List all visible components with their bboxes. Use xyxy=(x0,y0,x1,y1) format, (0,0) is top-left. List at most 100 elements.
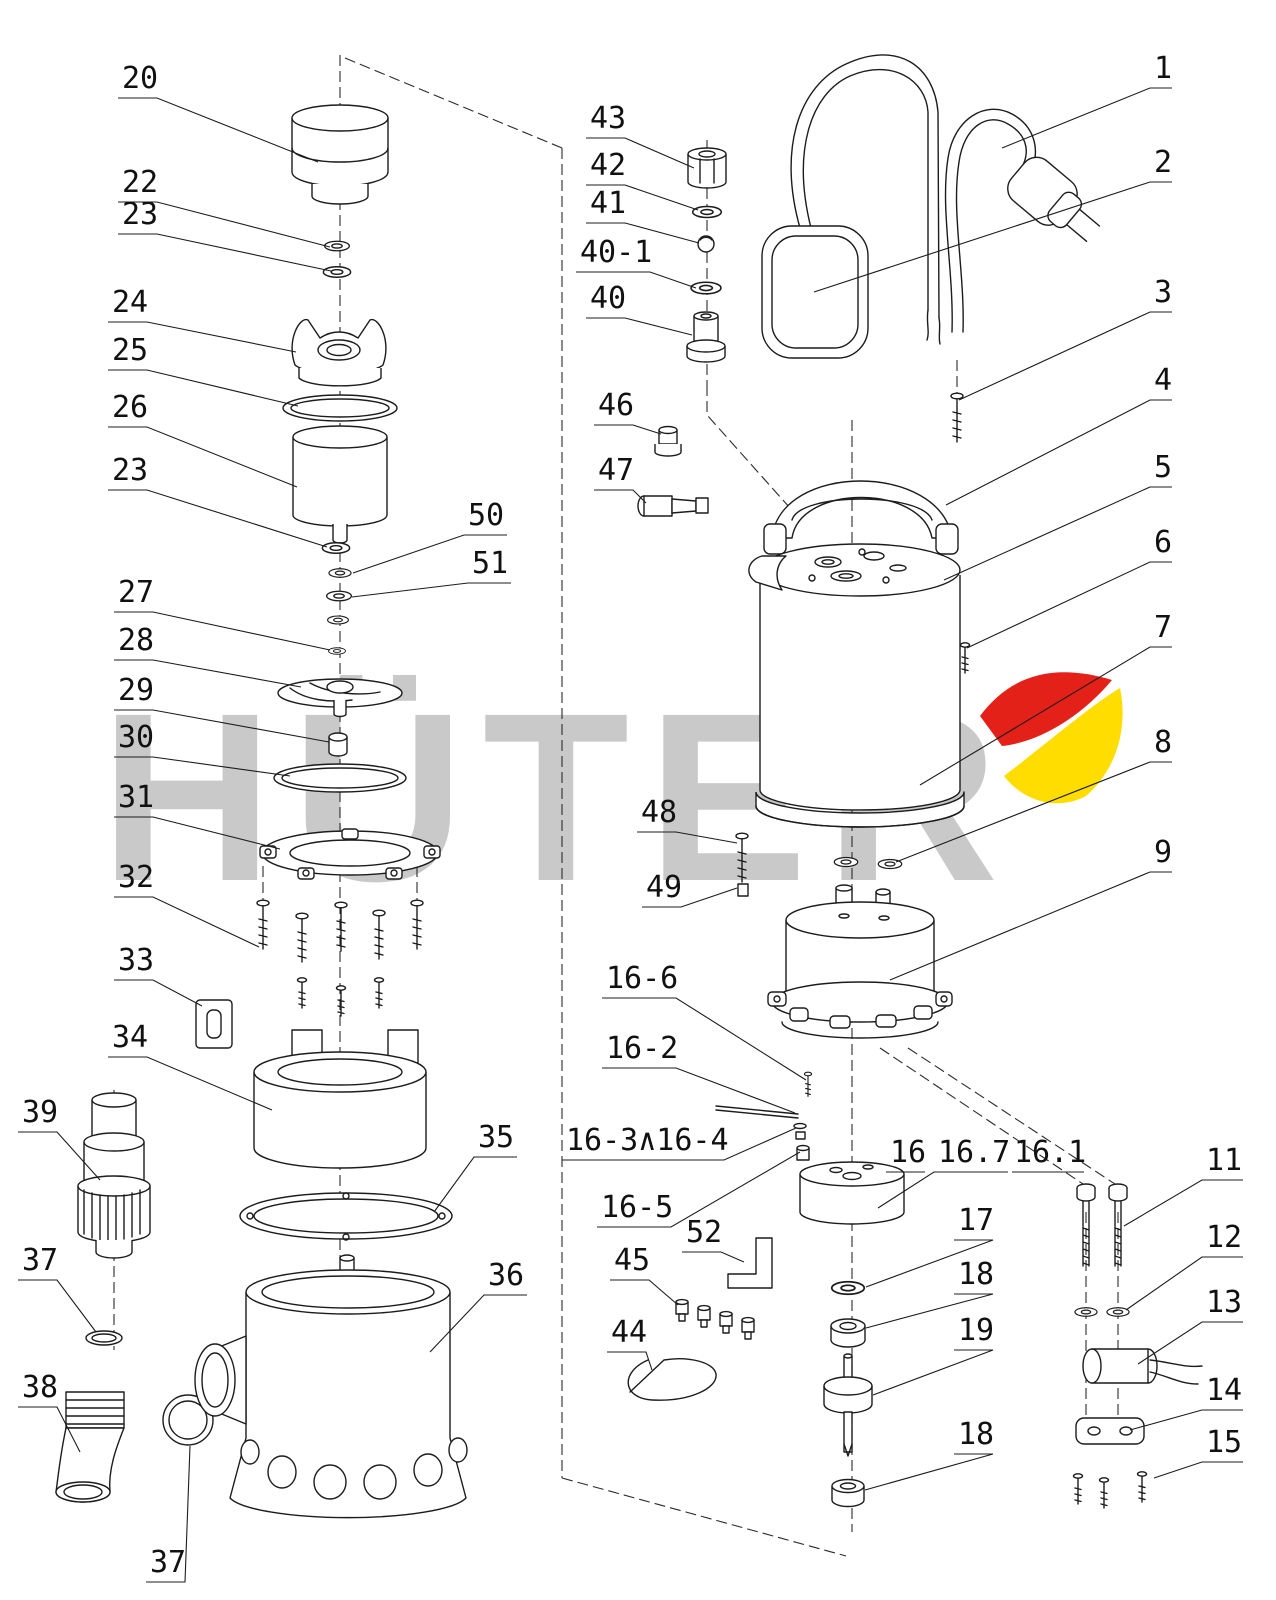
part-24-diffuser xyxy=(291,319,387,387)
label-27: 27 xyxy=(118,575,154,610)
part-28-impeller xyxy=(277,678,403,718)
part-4-handle xyxy=(763,480,959,555)
label-52: 52 xyxy=(686,1215,722,1250)
label-4: 4 xyxy=(1154,363,1172,398)
part-43-nut xyxy=(687,147,727,189)
part-13-thermal-protector xyxy=(1082,1348,1203,1385)
label-17: 17 xyxy=(958,1203,994,1238)
label-24: 24 xyxy=(112,285,148,320)
label-3: 3 xyxy=(1154,275,1172,310)
part-labels: 20 22 23 24 25 26 23 50 51 27 28 29 30 3… xyxy=(22,51,1242,1580)
part-26-cup xyxy=(292,425,388,544)
label-45: 45 xyxy=(614,1243,650,1278)
part-18-bearing-a xyxy=(830,1318,866,1348)
label-16-2: 16-2 xyxy=(606,1031,678,1066)
label-25: 25 xyxy=(112,333,148,368)
label-30: 30 xyxy=(118,720,154,755)
label-40: 40 xyxy=(590,281,626,316)
part-7-pump-body xyxy=(755,575,965,828)
part-12-washer-a xyxy=(1074,1307,1098,1317)
part-12-washer-b xyxy=(1106,1307,1130,1317)
label-16-5: 16-5 xyxy=(601,1190,673,1225)
label-5: 5 xyxy=(1154,450,1172,485)
label-42: 42 xyxy=(590,148,626,183)
part-51b-washer xyxy=(327,615,349,625)
label-7: 7 xyxy=(1154,610,1172,645)
part-50-washer xyxy=(328,568,352,578)
part-5-top-cover xyxy=(748,543,961,597)
logo-yellow-shape xyxy=(1004,688,1123,804)
part-19-rotor xyxy=(823,1353,873,1457)
part-47-valve xyxy=(637,495,709,517)
label-18a: 18 xyxy=(958,1257,994,1292)
part-2-float-switch xyxy=(761,54,941,359)
label-23a: 23 xyxy=(122,197,158,232)
label-32: 32 xyxy=(118,860,154,895)
power-plug xyxy=(1007,156,1101,243)
part-37-oring xyxy=(85,1330,123,1346)
part-44-cable-tie xyxy=(627,1358,717,1401)
part-9-motor-housing xyxy=(767,884,953,1039)
label-51: 51 xyxy=(472,546,508,581)
part-22-washer xyxy=(323,240,351,252)
label-50: 50 xyxy=(468,498,504,533)
part-39-hose-fitting xyxy=(77,1092,151,1259)
left-assembly xyxy=(55,104,468,1519)
part-16-5-bushing xyxy=(796,1144,810,1161)
part-36-base-housing xyxy=(194,1254,468,1519)
label-28: 28 xyxy=(118,623,154,658)
part-18-bearing-b xyxy=(831,1478,865,1508)
label-23b: 23 xyxy=(112,453,148,488)
label-12: 12 xyxy=(1206,1220,1242,1255)
part-16-6-screw xyxy=(803,1071,813,1097)
label-37a: 37 xyxy=(22,1243,58,1278)
label-43: 43 xyxy=(590,101,626,136)
part-27-washer xyxy=(328,647,346,655)
label-29: 29 xyxy=(118,673,154,708)
label-11: 11 xyxy=(1206,1143,1242,1178)
right-assembly xyxy=(1072,1183,1203,1509)
part-17-washer xyxy=(830,1280,866,1296)
label-22: 22 xyxy=(122,165,158,200)
middle-assembly xyxy=(627,54,1101,1508)
label-41: 41 xyxy=(590,186,626,221)
part-30-oring xyxy=(273,763,407,793)
label-2: 2 xyxy=(1154,145,1172,180)
label-31: 31 xyxy=(118,780,154,815)
label-26: 26 xyxy=(112,390,148,425)
label-44: 44 xyxy=(611,1315,647,1350)
leader-lines xyxy=(18,87,1243,1583)
label-14: 14 xyxy=(1206,1373,1242,1408)
label-9: 9 xyxy=(1154,835,1172,870)
part-8-washer-a xyxy=(833,856,859,868)
label-39: 39 xyxy=(22,1095,58,1130)
part-35-gasket xyxy=(239,1192,453,1241)
part-16-2-rod xyxy=(715,1105,807,1140)
part-15-screws xyxy=(1072,1471,1148,1509)
part-38-elbow-fitting xyxy=(55,1391,125,1503)
part-14-bracket xyxy=(1075,1417,1145,1445)
part-41-ball xyxy=(697,235,715,253)
label-8: 8 xyxy=(1154,725,1172,760)
label-6: 6 xyxy=(1154,525,1172,560)
label-16: 16 xyxy=(890,1135,926,1170)
label-15: 15 xyxy=(1206,1425,1242,1460)
part-31-flange xyxy=(259,828,441,880)
part-45-terminals xyxy=(675,1298,755,1340)
label-49: 49 xyxy=(646,870,682,905)
label-36: 36 xyxy=(488,1258,524,1293)
part-20-cap xyxy=(291,104,389,205)
label-38: 38 xyxy=(22,1370,58,1405)
label-18b: 18 xyxy=(958,1417,994,1452)
label-34: 34 xyxy=(112,1020,148,1055)
label-35: 35 xyxy=(478,1120,514,1155)
part-49-pin xyxy=(737,883,749,897)
part-42-washer xyxy=(691,205,723,219)
part-33-clip xyxy=(195,999,233,1049)
label-48: 48 xyxy=(641,795,677,830)
part-40-sleeve xyxy=(686,311,726,363)
label-19: 19 xyxy=(958,1313,994,1348)
part-52-bracket xyxy=(727,1237,773,1289)
label-37b: 37 xyxy=(150,1545,186,1580)
